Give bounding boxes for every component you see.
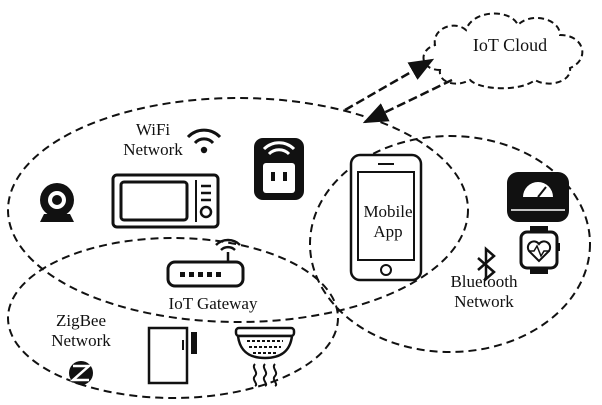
microwave-icon bbox=[111, 173, 220, 229]
bluetooth-network-label: Bluetooth Network bbox=[434, 272, 534, 311]
zigbee-network-label: ZigBee Network bbox=[36, 311, 126, 350]
bluetooth-label-line1: Bluetooth bbox=[450, 272, 518, 291]
smartwatch-icon bbox=[519, 226, 560, 274]
wifi-label-line2: Network bbox=[123, 139, 183, 159]
wifi-network-region bbox=[7, 97, 469, 323]
mobile-app-label: Mobile App bbox=[354, 202, 422, 241]
smoke-detector-icon bbox=[234, 326, 296, 387]
door-sensor-icon bbox=[147, 326, 197, 385]
mobile-label-line1: Mobile bbox=[363, 202, 413, 221]
wifi-network-label: WiFi Network bbox=[108, 120, 198, 159]
wifi-label-line1: WiFi bbox=[135, 120, 171, 139]
scale-icon bbox=[507, 172, 569, 222]
webcam-icon bbox=[40, 183, 74, 222]
zigbee-icon bbox=[69, 361, 93, 385]
cloud-link-arrows bbox=[344, 58, 453, 124]
cloud-label: IoT Cloud bbox=[472, 35, 548, 55]
mobile-label-line2: App bbox=[373, 221, 403, 241]
smart-plug-icon bbox=[254, 138, 304, 200]
bluetooth-label-line2: Network bbox=[454, 291, 514, 311]
bluetooth-network-region bbox=[309, 135, 591, 353]
router-icon bbox=[166, 238, 245, 288]
zigbee-network-region bbox=[7, 237, 339, 399]
zigbee-label-line2: Network bbox=[51, 330, 111, 350]
gateway-label: IoT Gateway bbox=[168, 294, 258, 313]
cloud-icon bbox=[422, 12, 584, 90]
wifi-icon bbox=[186, 128, 222, 154]
bluetooth-icon bbox=[477, 246, 496, 282]
zigbee-label-line1: ZigBee bbox=[55, 311, 107, 330]
phone-icon bbox=[349, 153, 423, 282]
